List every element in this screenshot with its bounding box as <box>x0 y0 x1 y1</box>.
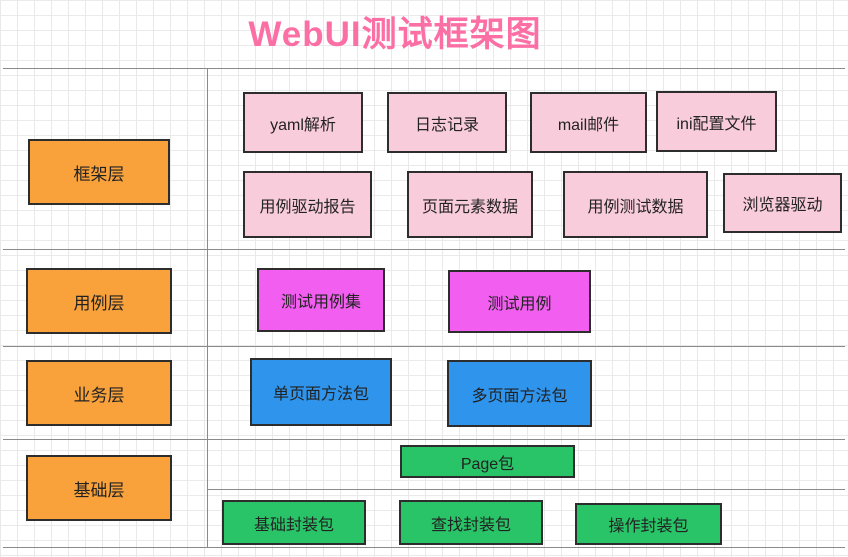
node-page-element-data: 页面元素数据 <box>407 171 533 238</box>
node-single-page-method-pkg: 单页面方法包 <box>250 358 392 426</box>
divider-layer-column <box>207 68 208 547</box>
diagram-title: WebUI测试框架图 <box>248 15 542 54</box>
node-yaml-parse: yaml解析 <box>243 92 363 153</box>
divider-framework-testcase <box>3 249 845 250</box>
node-base-wrapper-pkg: 基础封装包 <box>222 500 366 545</box>
node-multi-page-method-pkg: 多页面方法包 <box>447 360 592 427</box>
node-test-case-set: 测试用例集 <box>257 268 385 332</box>
layer-business: 业务层 <box>26 360 172 426</box>
divider-bottom <box>3 547 845 548</box>
node-log-record: 日志记录 <box>387 92 507 153</box>
node-ini-config: ini配置文件 <box>656 91 777 152</box>
node-case-driven-report: 用例驱动报告 <box>243 171 372 238</box>
node-mail: mail邮件 <box>530 92 647 153</box>
divider-testcase-business <box>3 346 845 347</box>
node-test-case: 测试用例 <box>448 270 591 333</box>
divider-title-framework <box>3 68 845 69</box>
layer-base: 基础层 <box>26 455 172 521</box>
layer-framework: 框架层 <box>28 139 170 205</box>
node-case-test-data: 用例测试数据 <box>563 171 708 238</box>
divider-business-base <box>3 439 845 440</box>
node-page-pkg: Page包 <box>400 445 575 478</box>
layer-testcase: 用例层 <box>26 268 172 334</box>
node-find-wrapper-pkg: 查找封装包 <box>399 500 543 545</box>
node-action-wrapper-pkg: 操作封装包 <box>575 503 722 545</box>
node-browser-driver: 浏览器驱动 <box>723 173 842 233</box>
divider-base-inner <box>207 489 845 490</box>
